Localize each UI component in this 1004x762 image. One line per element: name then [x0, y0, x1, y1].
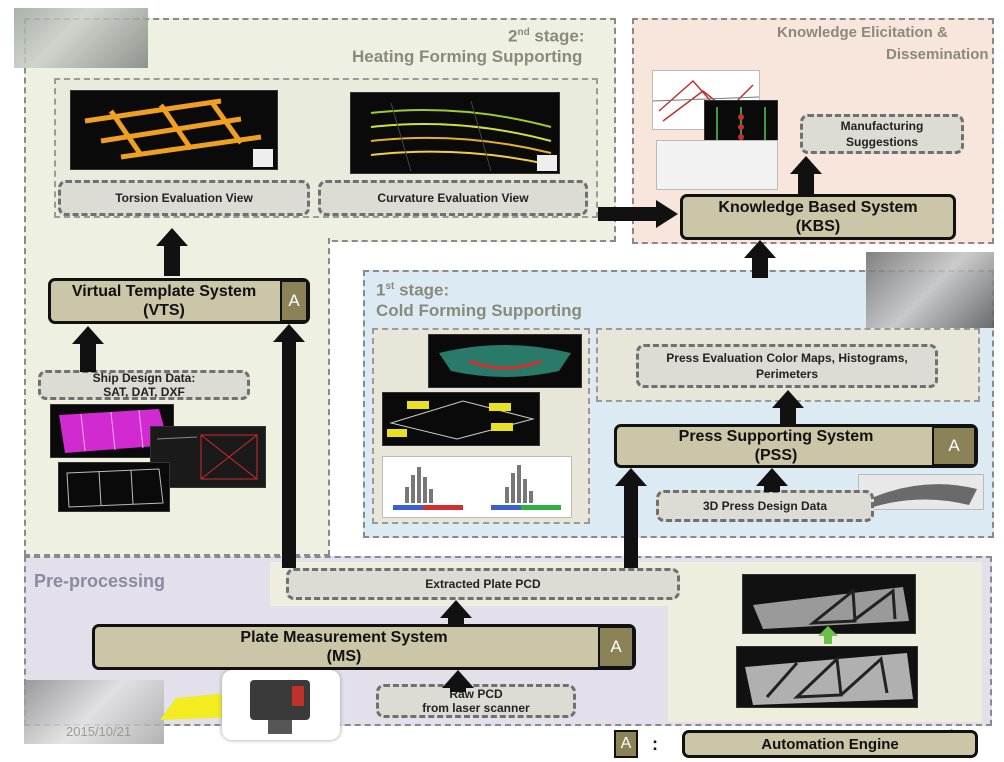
- ship-design-line2: SAT, DAT, DXF: [103, 385, 185, 399]
- press-eval-line2: Perimeters: [755, 367, 819, 381]
- cold-plate-image: [428, 334, 582, 388]
- extracted-plate-pcd-label: Extracted Plate PCD: [286, 568, 680, 600]
- arrow-pcd-to-vts-head: [273, 324, 305, 342]
- laser-scanner-icon: [250, 680, 310, 734]
- vts-line2: (VTS): [143, 302, 185, 319]
- raw-pcd-line2: from laser scanner: [422, 701, 530, 715]
- arrow-cold-to-kbs-head: [744, 240, 776, 258]
- ms-line2: (MS): [326, 648, 362, 665]
- cold-plate-graphic: [439, 345, 571, 377]
- cold-histogram-graphic: [393, 465, 561, 510]
- legend-colon: :: [652, 734, 658, 754]
- pss-automation-badge: A: [932, 426, 976, 466]
- cold-histogram-image: [382, 456, 572, 518]
- pss-line2: (PSS): [754, 447, 798, 464]
- ship-design-wire-graphic: [66, 468, 164, 508]
- curvature-lines-graphic: [370, 100, 557, 172]
- ship-design-magenta-graphic: [59, 409, 169, 453]
- press-design-graphic: [865, 484, 977, 507]
- arrow-cold-to-kbs-shaft: [752, 256, 768, 278]
- arrow-ms-to-pcd-head: [440, 600, 472, 618]
- heating-stage-title: 2nd stage:: [508, 26, 585, 46]
- torsion-evaluation-view-label: Torsion Evaluation View: [58, 180, 310, 216]
- pcd-top-graphic: [753, 587, 909, 629]
- pss-system-box: Press Supporting System (PSS): [614, 424, 978, 468]
- arrow-pss-to-eval-shaft: [780, 408, 796, 424]
- kes-title-line1: Knowledge Elicitation &: [777, 24, 948, 41]
- arrow-shipdata-to-vts-head: [72, 326, 104, 344]
- kes-plate-graphic: [716, 107, 766, 145]
- arrow-kbs-to-suggestions-head: [790, 156, 822, 174]
- arrow-raw-to-ms-shaft: [450, 686, 466, 692]
- curvature-view-image: [350, 92, 560, 174]
- legend-automation-badge: A: [614, 730, 638, 758]
- cold-stage-title: 1st stage:: [376, 280, 450, 300]
- 3d-press-design-data-label: 3D Press Design Data: [656, 490, 874, 522]
- ship-design-data-label: Ship Design Data: SAT, DAT, DXF: [38, 370, 250, 400]
- heating-stage-subtitle: Heating Forming Supporting: [352, 47, 583, 66]
- preprocessing-title: Pre-processing: [34, 571, 166, 591]
- ship-design-line1: Ship Design Data:: [92, 371, 196, 385]
- cold-measure-image: [382, 392, 540, 446]
- vts-system-box: Virtual Template System (VTS): [48, 278, 310, 324]
- ship-design-grid-graphic: [156, 434, 258, 480]
- arrow-raw-to-ms-head: [442, 670, 474, 688]
- arrow-pss-to-eval-head: [772, 390, 804, 408]
- pcd-green-arrow-icon: [818, 626, 838, 644]
- footer-date: 2015/10/21: [66, 724, 132, 739]
- pcd-bottom-image: [736, 646, 918, 708]
- manufacturing-line1: Manufacturing: [840, 119, 924, 133]
- arrow-kbs-to-suggestions-shaft: [798, 172, 814, 194]
- manufacturing-suggestions-label: Manufacturing Suggestions: [800, 114, 964, 154]
- arrow-pressdata-to-pss-head: [756, 468, 788, 486]
- pcd-top-image: [742, 574, 916, 634]
- manufacturing-line2: Suggestions: [845, 135, 918, 149]
- legend-automation-engine-box: Automation Engine: [682, 730, 978, 758]
- kbs-system-box: Knowledge Based System (KBS): [680, 194, 956, 240]
- ship-design-magenta-image: [50, 404, 174, 458]
- arrow-vts-to-views-head: [156, 228, 188, 246]
- cold-stage-subtitle: Cold Forming Supporting: [376, 301, 582, 320]
- torsion-view-image: [70, 90, 278, 170]
- scanner-site-photo: [24, 680, 164, 744]
- kbs-line1: Knowledge Based System: [718, 199, 918, 216]
- heating-photo: [14, 8, 148, 68]
- ms-line1: Plate Measurement System: [240, 629, 448, 646]
- arrow-views-to-kbs-shaft: [598, 207, 658, 221]
- arrow-pressdata-to-pss-shaft: [764, 484, 780, 492]
- arrow-vts-to-views-shaft: [164, 246, 180, 276]
- ship-design-wire-image: [58, 462, 170, 512]
- ms-system-box: Plate Measurement System (MS): [92, 624, 636, 670]
- curvature-evaluation-view-label: Curvature Evaluation View: [318, 180, 588, 216]
- raw-pcd-label: Raw PCD from laser scanner: [376, 684, 576, 718]
- kes-document-image: [656, 140, 778, 190]
- arrow-pcd-to-pss-head: [615, 468, 647, 486]
- press-photo: [866, 252, 994, 328]
- kes-title-line2: Dissemination: [886, 46, 989, 63]
- arrow-pcd-to-pss-shaft: [624, 486, 638, 568]
- pss-line1: Press Supporting System: [678, 428, 874, 445]
- arrow-views-to-kbs-head: [656, 200, 678, 228]
- vts-line1: Virtual Template System: [71, 283, 257, 300]
- pcd-bottom-graphic: [745, 653, 913, 705]
- torsion-frame-graphic: [84, 98, 273, 167]
- vts-automation-badge: A: [280, 280, 308, 322]
- press-evaluation-label: Press Evaluation Color Maps, Histograms,…: [636, 344, 938, 388]
- press-eval-line1: Press Evaluation Color Maps, Histograms,: [666, 351, 908, 365]
- arrow-ms-to-pcd-shaft: [448, 616, 464, 624]
- press-design-image: [858, 474, 984, 510]
- ms-automation-badge: A: [598, 626, 634, 668]
- laser-scanner-card: [222, 670, 340, 740]
- arrow-pcd-to-vts-shaft: [282, 342, 296, 568]
- cold-measure-graphic: [387, 400, 535, 440]
- kbs-line2: (KBS): [795, 218, 841, 235]
- arrow-shipdata-to-vts-shaft: [80, 344, 96, 372]
